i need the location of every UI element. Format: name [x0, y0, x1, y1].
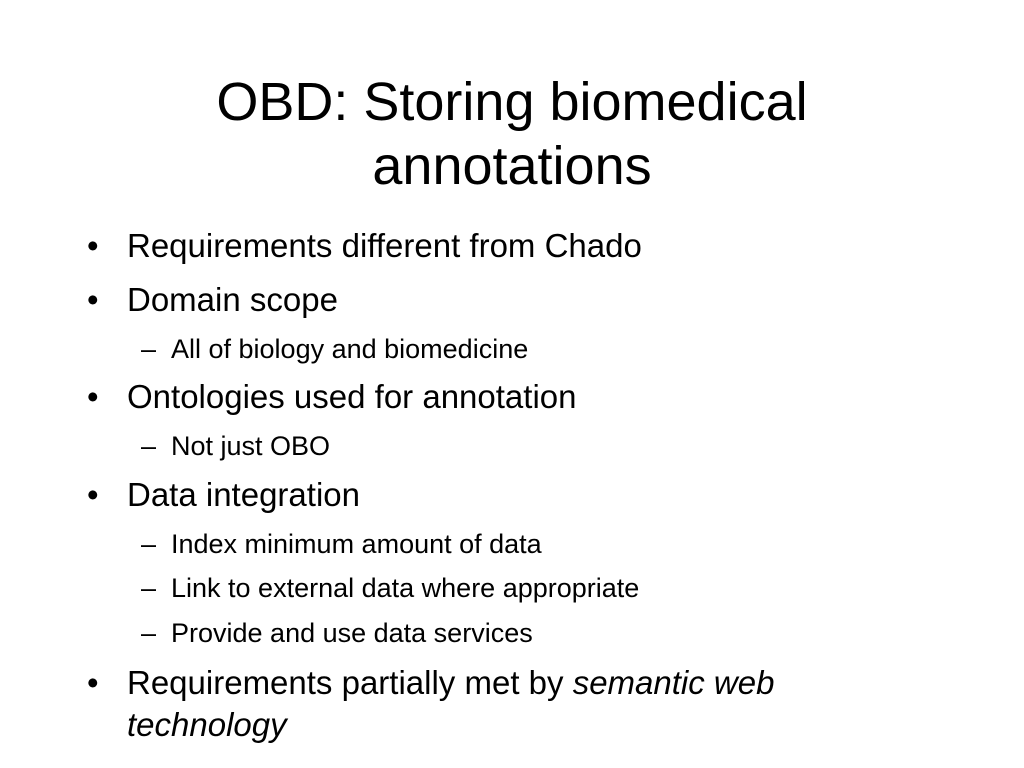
sub-bullet-text: All of biology and biomedicine: [171, 334, 529, 364]
sub-bullet-text: Link to external data where appropriate: [171, 573, 640, 603]
bullet-text: Domain scope: [127, 281, 338, 318]
bullet-marker: •: [87, 378, 99, 415]
slide-title: OBD: Storing biomedical annotations: [60, 70, 964, 198]
sub-bullet-text: Provide and use data services: [171, 618, 533, 648]
slide-title-line-2: annotations: [372, 136, 652, 196]
bullet-text: Requirements different from Chado: [127, 227, 642, 264]
sub-bullet-marker: –: [141, 618, 157, 648]
bullet-text-plain: Requirements partially met by: [127, 664, 573, 701]
bullet-text-line-1: Requirements partially met by semantic w…: [127, 664, 774, 702]
bullet-marker: •: [87, 664, 99, 701]
bullet-text: Ontologies used for annotation: [127, 378, 577, 415]
bullet-text: Data integration: [127, 476, 360, 513]
bullet-marker: •: [87, 281, 99, 318]
slide-title-line-1: OBD: Storing biomedical: [216, 72, 808, 132]
bullet-marker: •: [87, 227, 99, 264]
sub-bullet-text: Not just OBO: [171, 431, 331, 461]
sub-bullet-marker: –: [141, 573, 157, 603]
bullet-marker: •: [87, 476, 99, 513]
bullet-text-emphasis: semantic web: [572, 664, 775, 701]
sub-bullet-marker: –: [141, 334, 157, 364]
bullet-text-line-2: technology: [127, 706, 287, 743]
sub-bullet-marker: –: [141, 529, 157, 559]
sub-bullet-marker: –: [141, 431, 157, 461]
sub-bullet-text: Index minimum amount of data: [171, 529, 542, 559]
